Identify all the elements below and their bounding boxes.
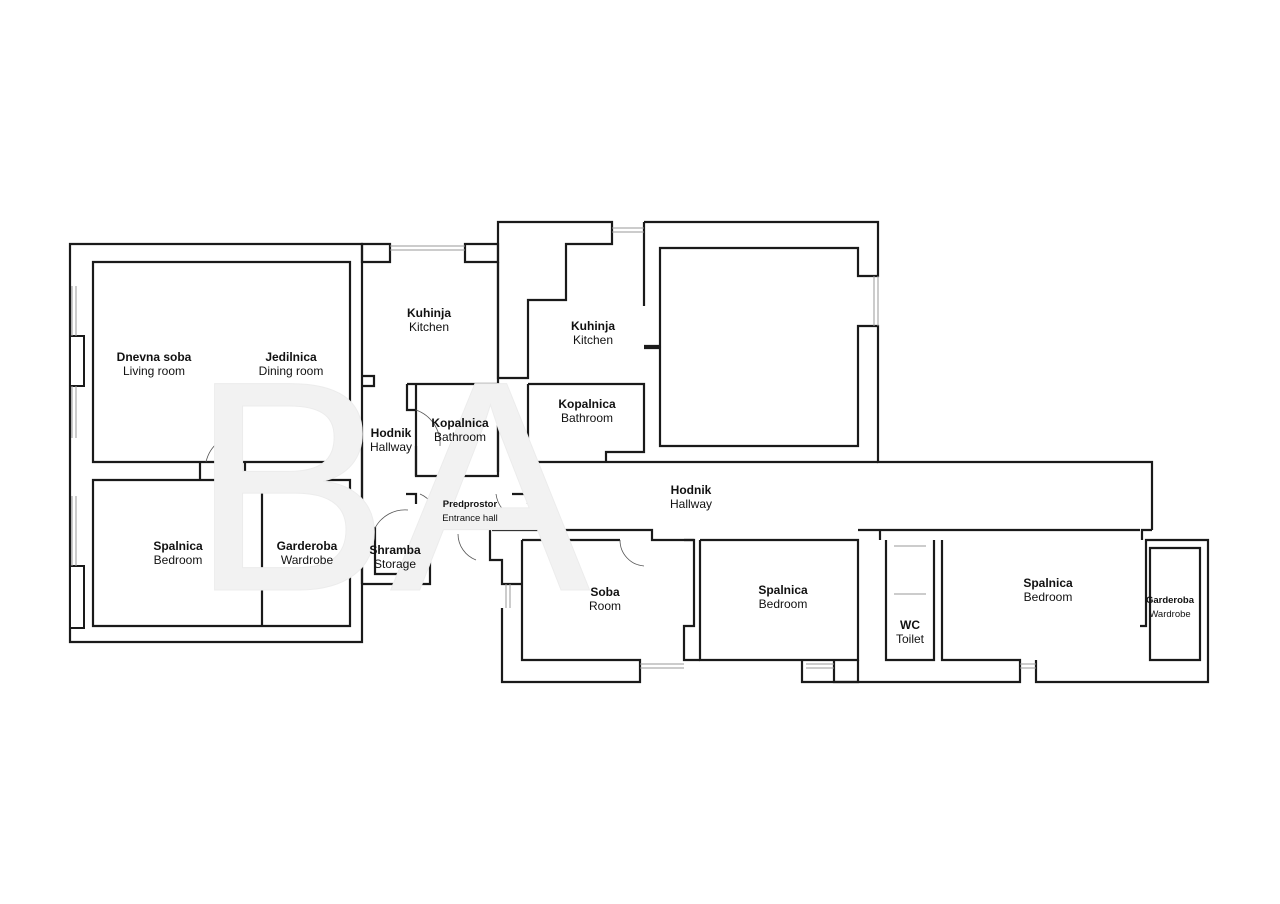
room-name-sl: Soba: [590, 585, 620, 599]
room-name-sl: Spalnica: [1023, 576, 1073, 590]
room-name-en: Storage: [373, 557, 417, 571]
room-name-sl: Garderoba: [276, 539, 338, 553]
room-name-en: Living room: [122, 364, 186, 378]
room-name-en: Toilet: [895, 632, 925, 646]
room-name-en: Bedroom: [758, 597, 808, 611]
room-name-sl: Spalnica: [153, 539, 203, 553]
room-label-entrance: Predprostor Entrance hall: [442, 498, 497, 526]
room-name-sl: Dnevna soba: [116, 350, 192, 364]
room-name-en: Bedroom: [153, 553, 203, 567]
room-name-en: Kitchen: [408, 320, 450, 334]
room-name-en: Wardrobe: [1149, 609, 1191, 620]
bathroom1-wall: [407, 382, 500, 478]
room-label-wc: WC Toilet: [896, 618, 924, 646]
room-label-kitchen-1: Kuhinja Kitchen: [407, 306, 451, 334]
room-name-sl: Spalnica: [758, 583, 808, 597]
room-label-bedroom-1: Spalnica Bedroom: [153, 539, 202, 567]
room-name-en: Hallway: [369, 440, 413, 454]
room-name-sl: Kuhinja: [571, 319, 615, 333]
room-name-sl: Kopalnica: [558, 397, 616, 411]
room-label-bedroom-2: Spalnica Bedroom: [758, 583, 807, 611]
room-label-bathroom-1: Kopalnica Bathroom: [431, 416, 488, 444]
room-label-storage: Shramba Storage: [369, 543, 420, 571]
outer-wall-left: [68, 242, 364, 644]
room-name-sl: Jedilnica: [265, 350, 317, 364]
room-name-en: Kitchen: [572, 333, 614, 347]
room-label-wardrobe-1: Garderoba Wardrobe: [277, 539, 338, 567]
kitchen1-wall: [360, 242, 392, 264]
room-name-sl: Garderoba: [1145, 595, 1195, 606]
room-name-en: Wardrobe: [280, 553, 334, 567]
room-label-dining: Jedilnica Dining room: [259, 350, 324, 378]
room-label-hallway-2: Hodnik Hallway: [670, 483, 712, 511]
room-name-en: Bedroom: [1023, 590, 1073, 604]
inner-wall-living: [91, 260, 352, 464]
room-label-bedroom-3: Spalnica Bedroom: [1023, 576, 1072, 604]
room-label-living: Dnevna soba Living room: [117, 350, 192, 378]
svg-text:BA: BA: [190, 318, 592, 654]
room-label-room: Soba Room: [589, 585, 621, 613]
room-label-kitchen-2: Kuhinja Kitchen: [571, 319, 615, 347]
inner-wall-bedroom: [91, 478, 352, 628]
room-name-en: Hallway: [669, 497, 713, 511]
room-name-sl: Predprostor: [442, 499, 498, 510]
room-label-bathroom-2: Kopalnica Bathroom: [558, 397, 615, 425]
room-name-en: Bathroom: [560, 411, 614, 425]
room-name-sl: WC: [899, 618, 920, 632]
room-label-wardrobe-2: Garderoba Wardrobe: [1146, 594, 1194, 622]
room-name-sl: Hodnik: [370, 426, 412, 440]
room-name-en: Dining room: [258, 364, 324, 378]
room-name-sl: Shramba: [369, 543, 421, 557]
hallway2-wall-bottom: [492, 528, 694, 542]
bathroom2-wall: [528, 382, 646, 462]
room-name-sl: Hodnik: [670, 483, 712, 497]
room-name-sl: Kuhinja: [407, 306, 451, 320]
room-name-en: Room: [588, 599, 622, 613]
room-label-hallway-1: Hodnik Hallway: [370, 426, 412, 454]
room-name-sl: Kopalnica: [431, 416, 489, 430]
room-name-en: Bathroom: [433, 430, 487, 444]
room-name-en: Entrance hall: [442, 513, 498, 524]
